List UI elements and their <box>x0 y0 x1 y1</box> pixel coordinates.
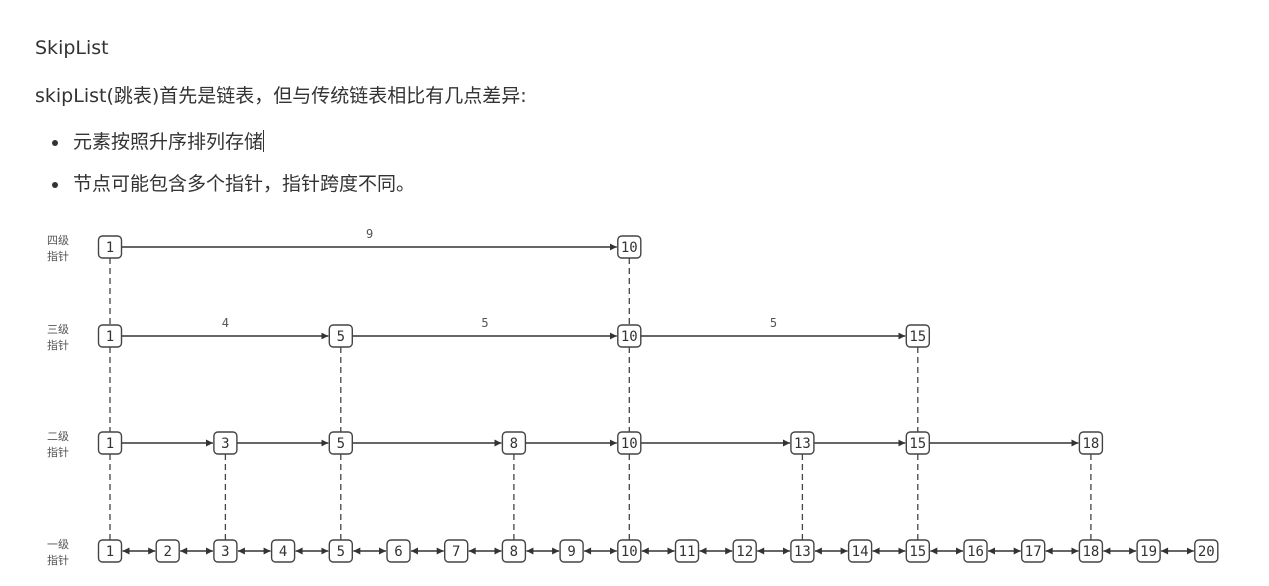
skiplist-node <box>1021 539 1046 563</box>
skiplist-node <box>213 431 238 455</box>
skiplist-node <box>97 431 123 455</box>
skiplist-node <box>97 539 123 563</box>
skiplist-node <box>617 431 642 455</box>
skiplist-node <box>501 539 527 563</box>
node-value: 15 <box>909 436 926 452</box>
skiplist-node <box>905 324 930 348</box>
list-item-text: 元素按照升序排列存储 <box>73 131 264 153</box>
skiplist-node <box>97 324 123 348</box>
level-label: 指针 <box>47 338 69 352</box>
node-value: 14 <box>852 544 869 560</box>
node-value: 4 <box>279 544 287 560</box>
intro-paragraph: skipList(跳表)首先是链表，但与传统链表相比有几点差异: <box>35 85 527 107</box>
node-value: 10 <box>621 240 638 256</box>
level-label: 四级 <box>47 234 69 247</box>
list-item: 元素按照升序排列存储 <box>35 130 415 154</box>
node-value: 19 <box>1140 544 1157 560</box>
node-value: 1 <box>106 329 114 345</box>
skiplist-node <box>847 539 873 563</box>
node-value: 5 <box>337 544 345 560</box>
skiplist-node <box>617 539 642 563</box>
node-value: 9 <box>567 544 575 560</box>
node-value: 2 <box>163 544 171 560</box>
node-value: 3 <box>221 436 229 452</box>
node-value: 12 <box>736 544 753 560</box>
skiplist-node <box>617 324 642 348</box>
skiplist-node <box>97 235 123 259</box>
skiplist-node <box>963 539 988 563</box>
skiplist-node <box>328 539 353 563</box>
skiplist-node <box>386 539 411 563</box>
node-value: 10 <box>621 329 638 345</box>
span-label: 5 <box>481 316 488 330</box>
level-label: 指针 <box>47 553 69 567</box>
text-cursor <box>263 130 265 152</box>
node-value: 10 <box>621 436 638 452</box>
skiplist-node <box>328 431 353 455</box>
list-item-text: 节点可能包含多个指针，指针跨度不同。 <box>73 173 416 195</box>
node-value: 5 <box>337 329 345 345</box>
node-value: 15 <box>909 544 926 560</box>
skiplist-node <box>501 431 527 455</box>
skiplist-node <box>155 539 180 563</box>
node-value: 1 <box>106 544 114 560</box>
skiplist-node <box>790 431 815 455</box>
node-value: 20 <box>1198 544 1215 560</box>
node-value: 18 <box>1082 544 1099 560</box>
node-value: 16 <box>967 544 984 560</box>
level-label: 一级 <box>47 538 69 551</box>
skiplist-node <box>270 539 296 563</box>
node-value: 13 <box>794 544 811 560</box>
skiplist-node <box>732 539 757 563</box>
span-label: 9 <box>366 227 373 241</box>
node-value: 6 <box>394 544 402 560</box>
skiplist-node <box>905 431 930 455</box>
skiplist-node <box>674 539 700 563</box>
node-value: 1 <box>106 436 114 452</box>
skiplist-node <box>1194 539 1219 563</box>
difference-list: 元素按照升序排列存储 节点可能包含多个指针，指针跨度不同。 <box>35 130 415 214</box>
node-value: 8 <box>510 436 518 452</box>
skiplist-node <box>213 539 238 563</box>
skiplist-node <box>1078 431 1104 455</box>
skiplist-node <box>444 539 469 563</box>
skiplist-node <box>617 235 642 259</box>
node-value: 1 <box>106 240 114 256</box>
node-value: 17 <box>1025 544 1042 560</box>
node-value: 3 <box>221 544 229 560</box>
skiplist-node <box>905 539 930 563</box>
level-label: 三级 <box>47 323 69 336</box>
level-label: 二级 <box>47 430 69 443</box>
node-value: 5 <box>337 436 345 452</box>
node-value: 10 <box>621 544 638 560</box>
node-value: 7 <box>452 544 460 560</box>
node-value: 11 <box>679 544 696 560</box>
level-label: 指针 <box>47 249 69 263</box>
node-value: 8 <box>510 544 518 560</box>
list-item: 节点可能包含多个指针，指针跨度不同。 <box>35 172 415 196</box>
skiplist-node <box>1078 539 1104 563</box>
node-value: 15 <box>909 329 926 345</box>
skiplist-node <box>559 539 584 563</box>
section-title: SkipList <box>35 37 109 59</box>
node-value: 13 <box>794 436 811 452</box>
node-value: 18 <box>1082 436 1099 452</box>
span-label: 5 <box>770 316 777 330</box>
skiplist-node <box>328 324 353 348</box>
skiplist-node <box>1136 539 1161 563</box>
level-label: 指针 <box>47 445 69 459</box>
span-label: 4 <box>222 316 229 330</box>
skiplist-node <box>790 539 815 563</box>
